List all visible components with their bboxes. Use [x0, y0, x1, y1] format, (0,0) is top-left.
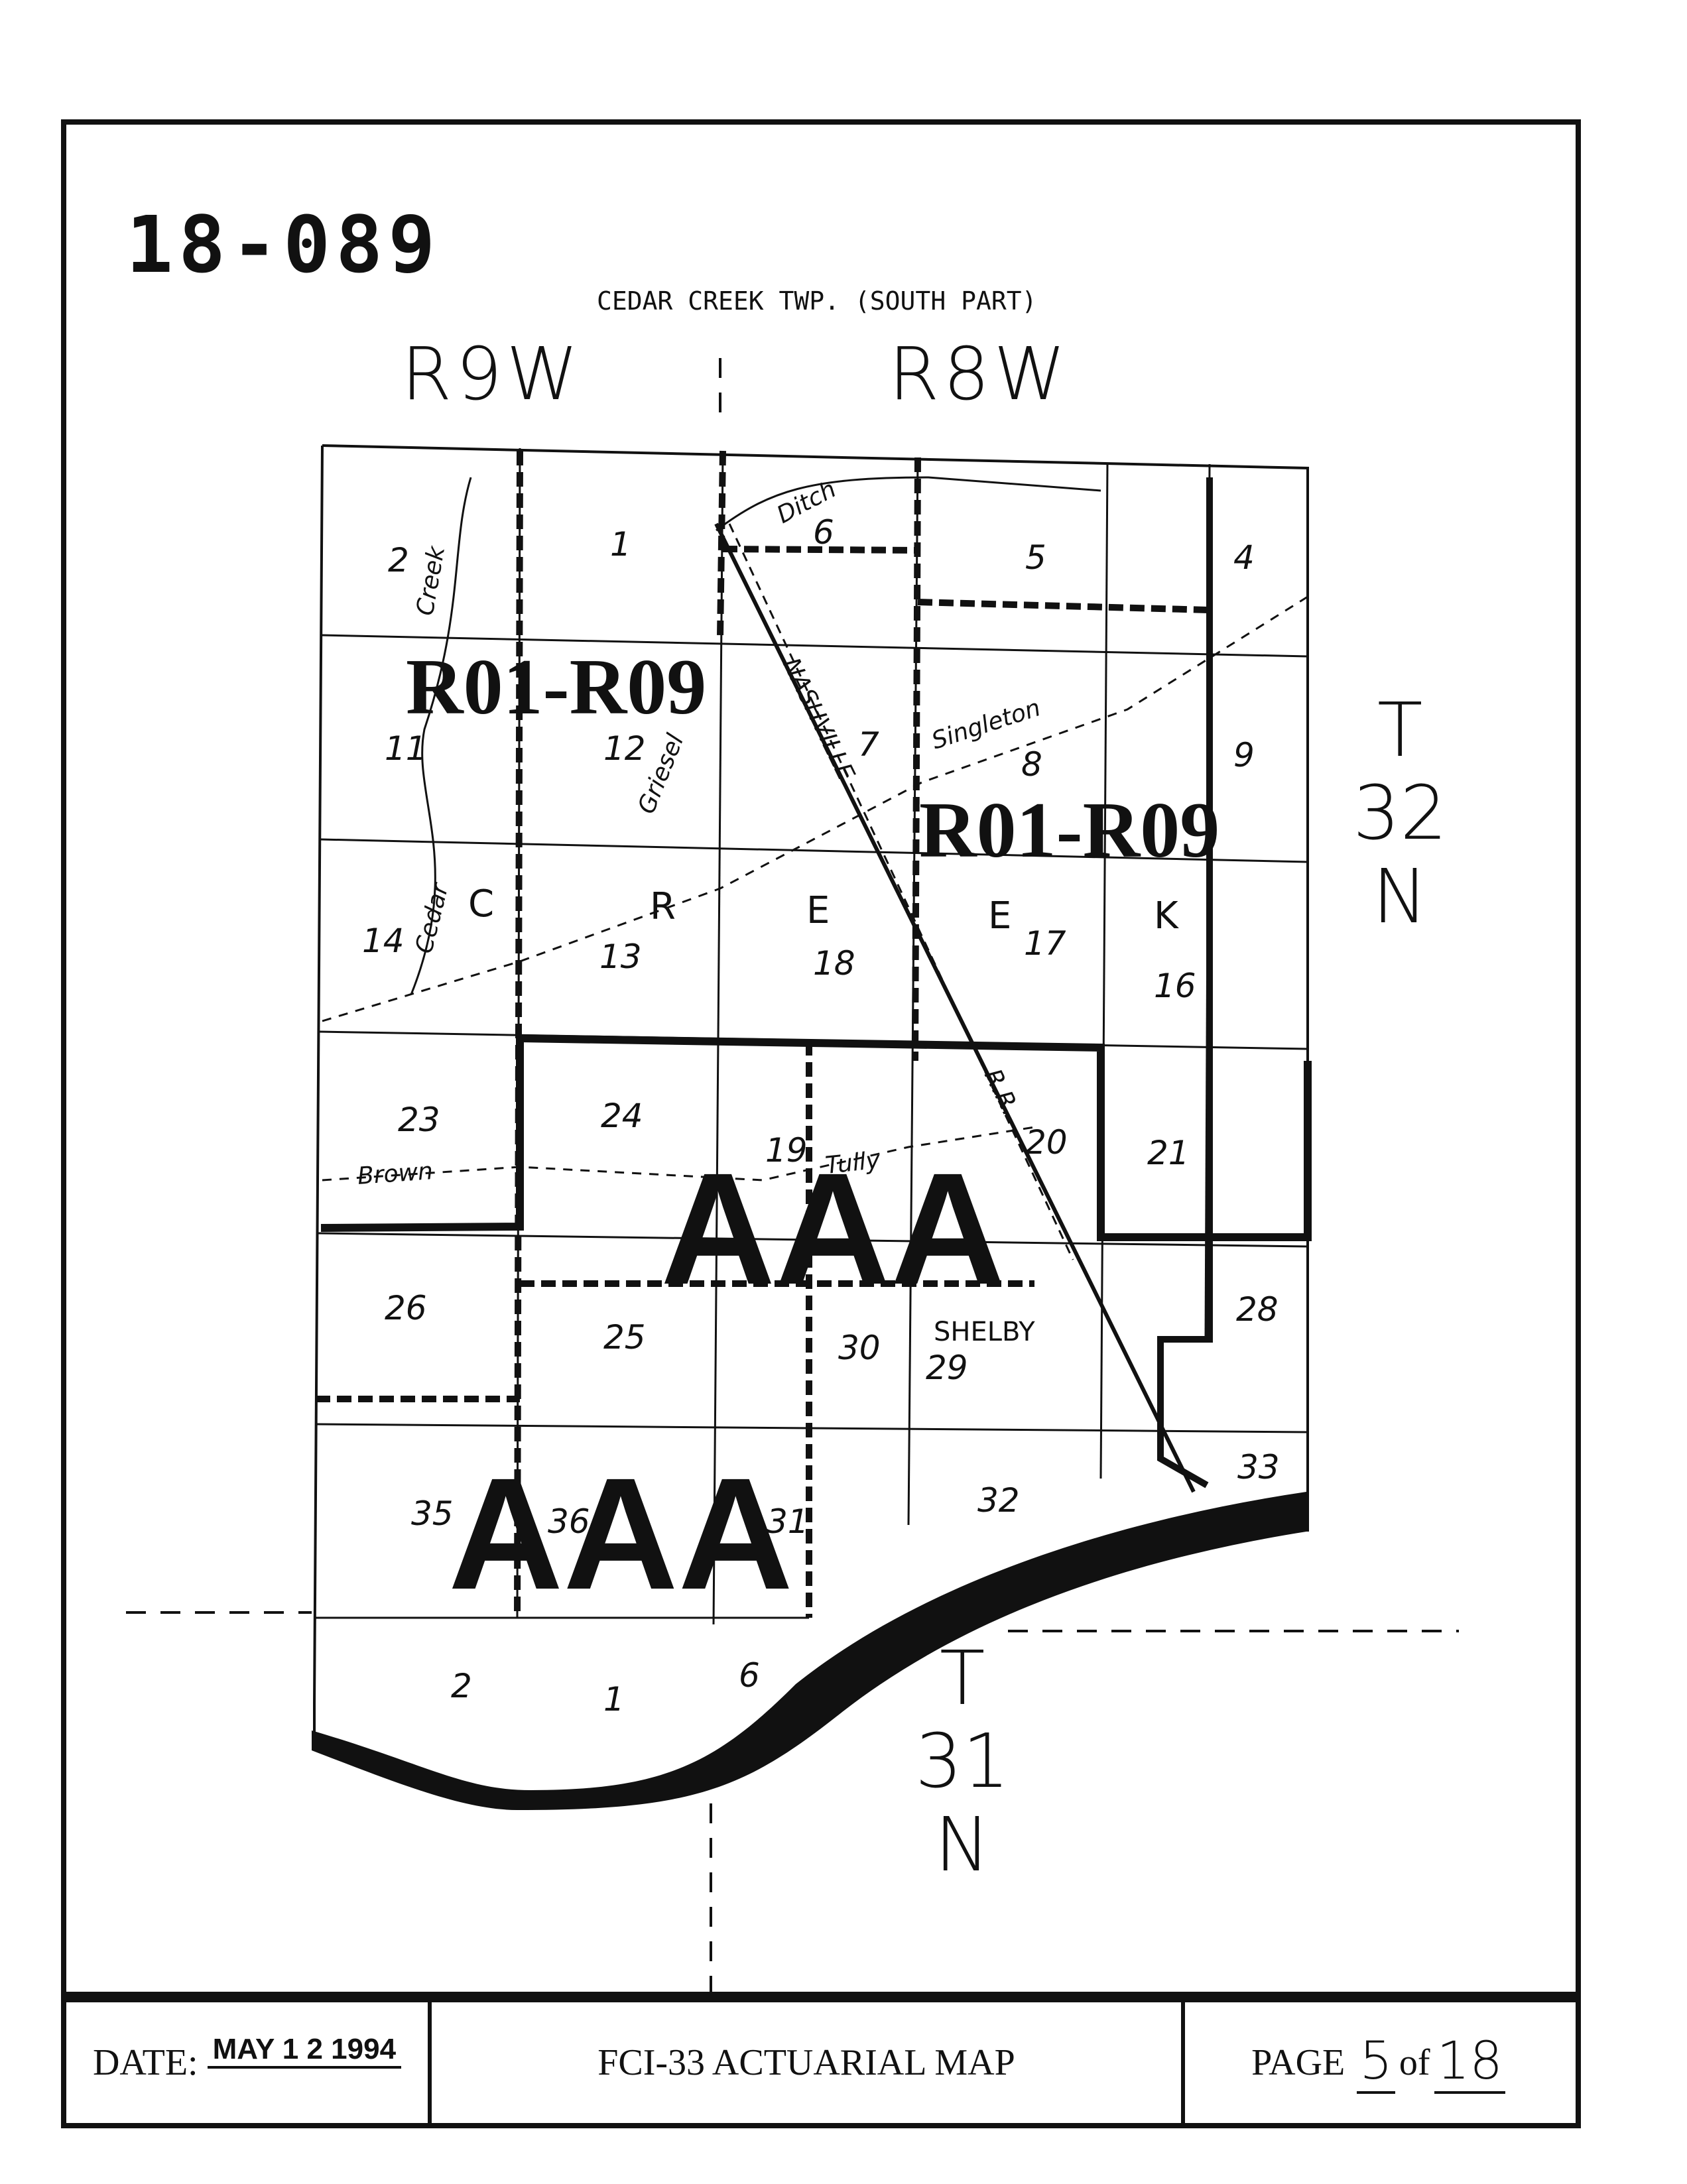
rate-zone-label-east: R01-R09: [919, 786, 1219, 874]
aaa-zone-north: AAA: [660, 1140, 1005, 1317]
section-17: 17: [1024, 924, 1066, 963]
section-23: 23: [398, 1101, 440, 1139]
section-6: 6: [813, 513, 834, 552]
date-value: MAY 1 2 1994: [207, 2033, 402, 2069]
section-35: 35: [411, 1494, 454, 1533]
section-12: 12: [603, 729, 646, 768]
section-8: 8: [1021, 745, 1042, 784]
label-tully: Tully: [824, 1146, 882, 1179]
label-shelby: SHELBY: [934, 1317, 1035, 1347]
section-24: 24: [601, 1097, 643, 1135]
township-north-t: T: [1377, 688, 1423, 774]
creek-letter-r: R: [650, 885, 676, 928]
map-frame: [61, 119, 1581, 1997]
section-13: 13: [599, 938, 642, 976]
section-1-south: 1: [603, 1680, 625, 1719]
section-2: 2: [388, 541, 409, 579]
section-18: 18: [813, 944, 855, 983]
label-railroad: R.R.: [979, 1065, 1025, 1121]
township-south-num: 31: [915, 1719, 1010, 1805]
township-north-num: 32: [1353, 770, 1448, 857]
nashville-road: [728, 523, 1074, 1260]
section-6-south: 6: [739, 1656, 760, 1695]
section-14: 14: [362, 922, 405, 960]
label-creek: Creek: [411, 543, 450, 618]
map-title: FCI-33 ACTUARIAL MAP: [597, 2042, 1015, 2083]
shoreline: [312, 1492, 1306, 1810]
section-19: 19: [765, 1131, 808, 1170]
section-2-south: 2: [451, 1667, 472, 1705]
page-label: PAGE: [1251, 2042, 1345, 2083]
section-25: 25: [603, 1318, 646, 1357]
map-id: 18-089: [126, 199, 441, 290]
section-16: 16: [1154, 967, 1196, 1005]
section-29: 29: [926, 1349, 968, 1387]
section-26: 26: [385, 1289, 427, 1327]
section-31: 31: [767, 1502, 809, 1541]
township-south-t: T: [940, 1636, 985, 1722]
section-28: 28: [1236, 1290, 1279, 1329]
creek-letter-k: K: [1154, 894, 1179, 938]
page-of: of: [1399, 2042, 1430, 2083]
aaa-zone-south: AAA: [448, 1445, 793, 1622]
creek-letter-e2: E: [988, 894, 1011, 938]
page-total: 18: [1434, 2032, 1505, 2094]
map-boundary-west: [313, 445, 324, 1744]
section-9: 9: [1233, 736, 1255, 774]
ditch-stream: [716, 476, 1101, 532]
township-north-n: N: [1372, 853, 1428, 940]
date-label: DATE:: [92, 2042, 198, 2083]
label-brown: Brown: [357, 1158, 434, 1190]
cedar-creek: [322, 595, 1308, 1022]
section-32: 32: [977, 1481, 1020, 1520]
title-block: DATE: MAY 1 2 1994 FCI-33 ACTUARIAL MAP …: [61, 1997, 1581, 2128]
township-south: T 31 N: [915, 1636, 1010, 1888]
county-roads: [316, 450, 1210, 1618]
label-nashville: NASHVILLE: [777, 654, 859, 785]
creek-letter-e1: E: [806, 889, 830, 932]
section-4: 4: [1233, 538, 1255, 577]
zone-boundary-east: [1157, 477, 1213, 1488]
rate-zone-label-west: R01-R09: [406, 642, 706, 731]
date-cell: DATE: MAY 1 2 1994: [66, 2002, 432, 2123]
page-current: 5: [1357, 2032, 1395, 2094]
section-5: 5: [1025, 538, 1046, 577]
section-7: 7: [858, 725, 879, 764]
label-cedar: Cedar: [410, 879, 454, 956]
section-33: 33: [1237, 1448, 1280, 1486]
map-subtitle: CEDAR CREEK TWP. (SOUTH PART): [597, 286, 1037, 316]
aaa-boundary-north: [519, 1034, 1312, 1241]
section-36: 36: [548, 1502, 590, 1541]
creek-stream: [410, 477, 472, 995]
township-south-n: N: [934, 1801, 991, 1888]
section-21: 21: [1147, 1134, 1190, 1172]
section-1: 1: [610, 525, 631, 564]
section-20: 20: [1025, 1123, 1068, 1162]
section-11: 11: [385, 729, 427, 768]
creek-letter-c: C: [468, 882, 494, 926]
township-north: T 32 N: [1353, 688, 1448, 940]
section-30: 30: [838, 1329, 881, 1367]
aaa-boundary-west: [320, 1038, 524, 1232]
page-cell: PAGE 5 of 18: [1185, 2002, 1576, 2123]
range-east: R8W: [889, 332, 1070, 416]
title-cell: FCI-33 ACTUARIAL MAP: [432, 2002, 1185, 2123]
range-west: R9W: [401, 332, 583, 416]
